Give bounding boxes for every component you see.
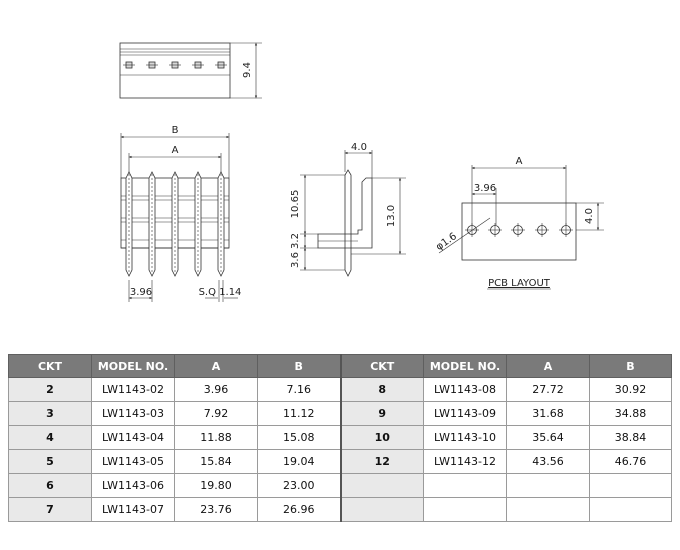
cell-ckt-2 — [339, 473, 424, 498]
pcb-layout-title: PCB LAYOUT — [488, 278, 551, 289]
pcb-row-dim: 4.0 — [584, 208, 595, 224]
cell-b-2: 46.76 — [589, 449, 672, 474]
cell-a: 15.84 — [174, 449, 258, 474]
side-width-dim: 4.0 — [351, 142, 367, 153]
header-model-2: MODEL NO. — [423, 354, 507, 378]
header-b: B — [257, 354, 341, 378]
cell-a-2: 31.68 — [506, 401, 590, 426]
cell-ckt-2: 9 — [339, 401, 424, 426]
pcb-dim-a: A — [516, 156, 523, 167]
cell-ckt-2: 10 — [339, 425, 424, 450]
top-pin-marker — [192, 61, 204, 69]
cell-b: 23.00 — [257, 473, 341, 498]
cell-model-2: LW1143-10 — [423, 425, 507, 450]
front-view: B A 3.96 S.Q 1.14 — [120, 125, 242, 302]
front-pitch-dim: 3.96 — [130, 287, 152, 298]
top-view: 9.4 — [119, 42, 262, 99]
top-pin-marker — [146, 61, 158, 69]
front-dim-b: B — [172, 125, 179, 136]
cell-model: LW1143-06 — [91, 473, 175, 498]
top-pin-marker — [123, 61, 135, 69]
cell-b: 7.16 — [257, 377, 341, 402]
cell-model: LW1143-04 — [91, 425, 175, 450]
cell-a-2: 27.72 — [506, 377, 590, 402]
front-dim-a: A — [172, 145, 179, 156]
top-height-dim: 9.4 — [242, 62, 253, 78]
header-a: A — [174, 354, 258, 378]
cell-model-2: LW1143-12 — [423, 449, 507, 474]
cell-model: LW1143-03 — [91, 401, 175, 426]
cell-ckt-2 — [339, 497, 424, 522]
cell-b: 26.96 — [257, 497, 341, 522]
cell-a-2: 35.64 — [506, 425, 590, 450]
cell-a-2: 43.56 — [506, 449, 590, 474]
cell-ckt: 3 — [8, 401, 92, 426]
cell-b-2: 30.92 — [589, 377, 672, 402]
cell-b-2: 38.84 — [589, 425, 672, 450]
top-pin-marker — [169, 61, 181, 69]
header-b-2: B — [589, 354, 672, 378]
side-mid-dim: 3.2 — [290, 233, 301, 249]
cell-ckt: 6 — [8, 473, 92, 498]
cell-model: LW1143-05 — [91, 449, 175, 474]
cell-model-2: LW1143-09 — [423, 401, 507, 426]
cell-a: 11.88 — [174, 425, 258, 450]
header-ckt-2: CKT — [339, 354, 424, 378]
cell-b: 15.08 — [257, 425, 341, 450]
cell-model-2 — [423, 473, 507, 498]
cell-ckt: 7 — [8, 497, 92, 522]
cell-b: 11.12 — [257, 401, 341, 426]
side-view: 4.0 10.65 3.2 3.6 13.0 — [290, 142, 406, 277]
side-total-dim: 13.0 — [386, 205, 397, 227]
header-ckt: CKT — [8, 354, 92, 378]
header-model: MODEL NO. — [91, 354, 175, 378]
cell-ckt: 2 — [8, 377, 92, 402]
pcb-layout-view: A 3.96 4.0 φ1.6 PCB LAYOUT — [434, 156, 604, 290]
cell-ckt-2: 8 — [339, 377, 424, 402]
header-a-2: A — [506, 354, 590, 378]
side-upper-dim: 10.65 — [290, 190, 301, 219]
cell-a: 19.80 — [174, 473, 258, 498]
pcb-hole-dia-dim: φ1.6 — [434, 231, 459, 253]
cell-a: 7.92 — [174, 401, 258, 426]
cell-model: LW1143-02 — [91, 377, 175, 402]
table-header-row: CKT MODEL NO. A B CKT MODEL NO. A B — [8, 354, 672, 378]
cell-ckt: 4 — [8, 425, 92, 450]
cell-model-2 — [423, 497, 507, 522]
side-lower-dim: 3.6 — [290, 252, 301, 268]
cell-model-2: LW1143-08 — [423, 377, 507, 402]
cell-a: 23.76 — [174, 497, 258, 522]
cell-ckt-2: 12 — [339, 449, 424, 474]
technical-drawing: 9.4 B A 3.96 S.Q 1.14 — [119, 42, 604, 302]
cell-b-2 — [589, 473, 672, 498]
cell-a-2 — [506, 473, 590, 498]
cell-b-2: 34.88 — [589, 401, 672, 426]
cell-b: 19.04 — [257, 449, 341, 474]
top-pin-marker — [215, 61, 227, 69]
cell-a-2 — [506, 497, 590, 522]
pcb-pitch-dim: 3.96 — [474, 183, 496, 194]
cell-a: 3.96 — [174, 377, 258, 402]
cell-ckt: 5 — [8, 449, 92, 474]
front-pin-square-dim: S.Q 1.14 — [199, 287, 242, 298]
cell-model: LW1143-07 — [91, 497, 175, 522]
cell-b-2 — [589, 497, 672, 522]
